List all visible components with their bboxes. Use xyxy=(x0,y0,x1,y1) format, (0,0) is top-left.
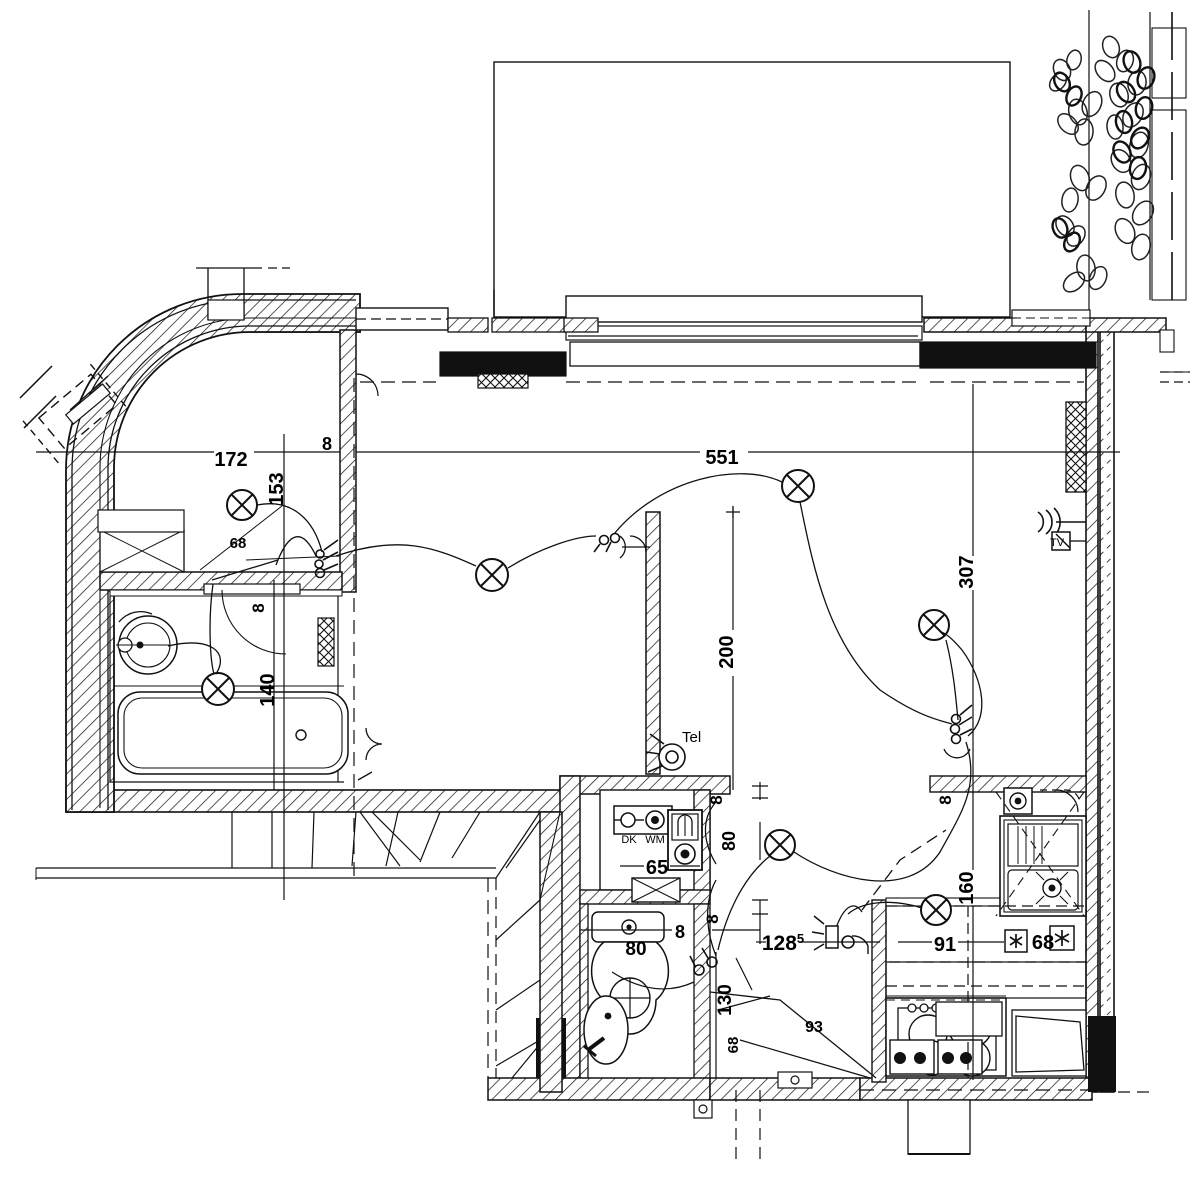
ceiling-light-icon xyxy=(475,558,509,592)
dim-307: 307 xyxy=(956,555,978,588)
dim-8b: 8 xyxy=(249,603,268,612)
washing-machine xyxy=(667,809,703,871)
tv-outlet-icon xyxy=(1051,531,1086,551)
dim-80a: 80 xyxy=(719,831,739,851)
dim-200: 200 xyxy=(716,635,738,668)
ceiling-light-icon xyxy=(918,609,950,641)
utility-cabinet xyxy=(631,877,681,903)
label-wm: WM xyxy=(645,834,665,846)
staircase xyxy=(36,811,541,1079)
dim-8e: 8 xyxy=(703,914,722,923)
dim-1285-base: 128 xyxy=(762,932,797,955)
vegetation-foliage xyxy=(1048,35,1156,293)
interior-walls xyxy=(97,329,1116,1155)
dim-91: 91 xyxy=(934,934,956,956)
ceiling-light-icon xyxy=(201,672,235,706)
ceiling-light-icon xyxy=(764,829,796,861)
dim-160: 160 xyxy=(956,871,978,904)
dim-8c: 8 xyxy=(707,795,726,804)
socket-outlet-icons xyxy=(1004,925,1075,953)
reference-lines-bottom xyxy=(487,878,1150,1160)
dim-68a: 68 xyxy=(230,535,247,552)
dim-65: 65 xyxy=(646,857,668,879)
construction-lines xyxy=(35,371,1190,1079)
dim-1285-sup: 5 xyxy=(797,931,804,946)
dim-1285: 1285 xyxy=(762,931,804,955)
dim-8d: 8 xyxy=(936,795,955,804)
site-boundary-lines xyxy=(1088,10,1187,318)
dim-8f: 8 xyxy=(675,922,685,942)
dim-153: 153 xyxy=(266,472,288,505)
dim-172: 172 xyxy=(214,449,247,471)
window-opening-curved xyxy=(19,363,130,468)
dim-80b: 80 xyxy=(625,939,646,960)
telephone-outlet-icon xyxy=(645,733,686,773)
label-tel: Tel xyxy=(682,729,701,746)
top-window-band xyxy=(355,290,1190,397)
dim-68b: 68 xyxy=(1032,932,1054,954)
dim-551: 551 xyxy=(705,447,738,469)
wall-switch-icons xyxy=(314,532,973,976)
dim-93: 93 xyxy=(805,1019,823,1036)
window-opening-left xyxy=(196,267,290,321)
ceiling-light-icon xyxy=(226,489,258,521)
kitchen-sink xyxy=(995,787,1087,917)
washbasin-bath xyxy=(116,610,178,675)
ceiling-light-icon xyxy=(781,469,815,503)
label-tv: TV xyxy=(1050,537,1065,549)
dimension-labels: 172 8 551 153 68 8 140 200 307 8 80 65 8… xyxy=(214,434,1054,1053)
kitchen-appliance-panel xyxy=(935,1001,1087,1077)
dim-130: 130 xyxy=(715,984,736,1016)
dim-140: 140 xyxy=(257,673,279,706)
appliance-connections xyxy=(613,805,673,835)
label-dk: DK xyxy=(621,834,637,846)
wiring-runs xyxy=(167,473,983,990)
annotation-labels: Tel DK WM TV xyxy=(621,537,1064,846)
radiator-right xyxy=(1065,401,1087,493)
kitchen-counter xyxy=(885,905,1087,1078)
washbasin-wc xyxy=(583,995,629,1065)
dim-8a: 8 xyxy=(322,434,332,454)
dim-68c: 68 xyxy=(725,1037,742,1054)
dimension-lines xyxy=(36,378,1120,1080)
ceiling-light-icon xyxy=(920,894,952,926)
